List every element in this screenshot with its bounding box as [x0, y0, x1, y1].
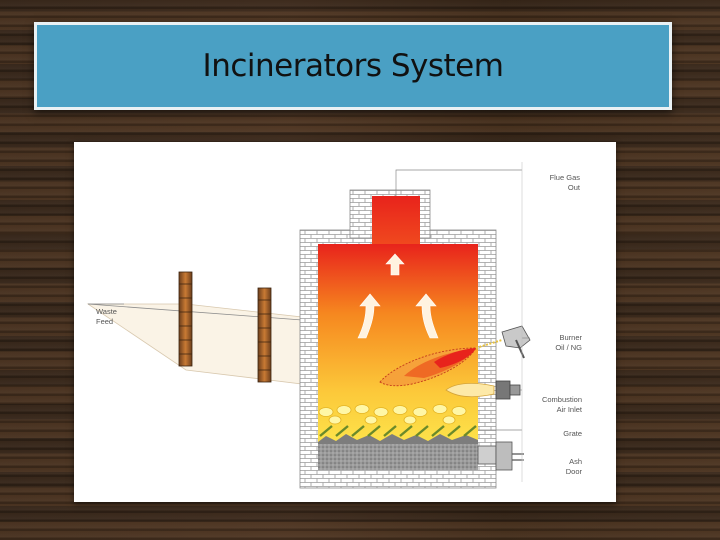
burner-label-2: Oil / NG — [555, 343, 582, 352]
ash-door-label-2: Door — [566, 467, 583, 476]
slide-title: Incinerators System — [203, 48, 504, 84]
ash-door-label-1: Ash — [569, 457, 582, 466]
title-banner: Incinerators System — [34, 22, 672, 110]
grate-label: Grate — [563, 429, 582, 438]
flue-gas-label-1: Flue Gas — [550, 173, 581, 182]
ash-bin — [318, 442, 478, 470]
feed-pillar-right — [258, 288, 271, 382]
feed-pillar-left — [179, 272, 192, 366]
combustion-label-1: Combustion — [542, 395, 582, 404]
flue-stack-flame — [372, 196, 420, 246]
waste-feed-label-1: Waste — [96, 307, 117, 316]
burner-label-1: Burner — [559, 333, 582, 342]
flue-gas-label-2: Out — [568, 183, 581, 192]
incinerator-svg: Flue Gas Out Waste Feed Burner Oil / NG … — [74, 142, 616, 502]
incinerator-diagram: Flue Gas Out Waste Feed Burner Oil / NG … — [74, 142, 616, 502]
waste-feed-label-2: Feed — [96, 317, 113, 326]
combustion-label-2: Air Inlet — [557, 405, 583, 414]
